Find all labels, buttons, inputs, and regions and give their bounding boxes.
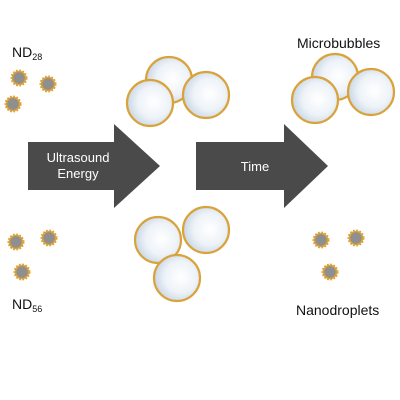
microbubble-bottom-middle-2 [181,205,231,255]
ultrasound-arrow [28,124,160,208]
nd56-droplet-3 [13,263,31,281]
nd28-label: ND28 [12,45,42,62]
ultrasound-arrow-line1: Ultrasound [46,150,110,165]
microbubble-top-right-3 [346,67,396,117]
nd56-label: ND56 [12,297,42,314]
nd28-droplet-3 [4,95,22,113]
time-arrow-text: Time [240,159,270,174]
nd28-droplet-2 [39,75,57,93]
nanodroplet-3 [321,263,339,281]
time-arrow [196,124,328,208]
nanodroplet-1 [312,231,330,249]
microbubble-top-middle-3 [181,70,231,120]
nd28-label-main: ND [12,44,33,60]
nd56-droplet-2 [40,229,58,247]
nanodroplets-label: Nanodroplets [296,302,380,318]
microbubble-top-middle-2 [125,78,175,128]
ultrasound-arrow-line2: Energy [57,166,99,182]
nd56-label-sub: 56 [32,304,43,314]
microbubble-bottom-middle-1 [133,215,183,265]
nanodroplet-2 [347,229,365,247]
nd28-droplet-1 [10,69,28,87]
ultrasound-arrow-text: Ultrasound Energy [28,150,128,183]
nd56-droplet-1 [7,233,25,251]
nd56-label-main: ND [12,296,33,312]
microbubbles-label: Microbubbles [297,35,381,51]
nd28-label-sub: 28 [32,52,43,62]
microbubble-top-right-2 [290,75,340,125]
microbubble-bottom-middle-3 [152,253,202,303]
